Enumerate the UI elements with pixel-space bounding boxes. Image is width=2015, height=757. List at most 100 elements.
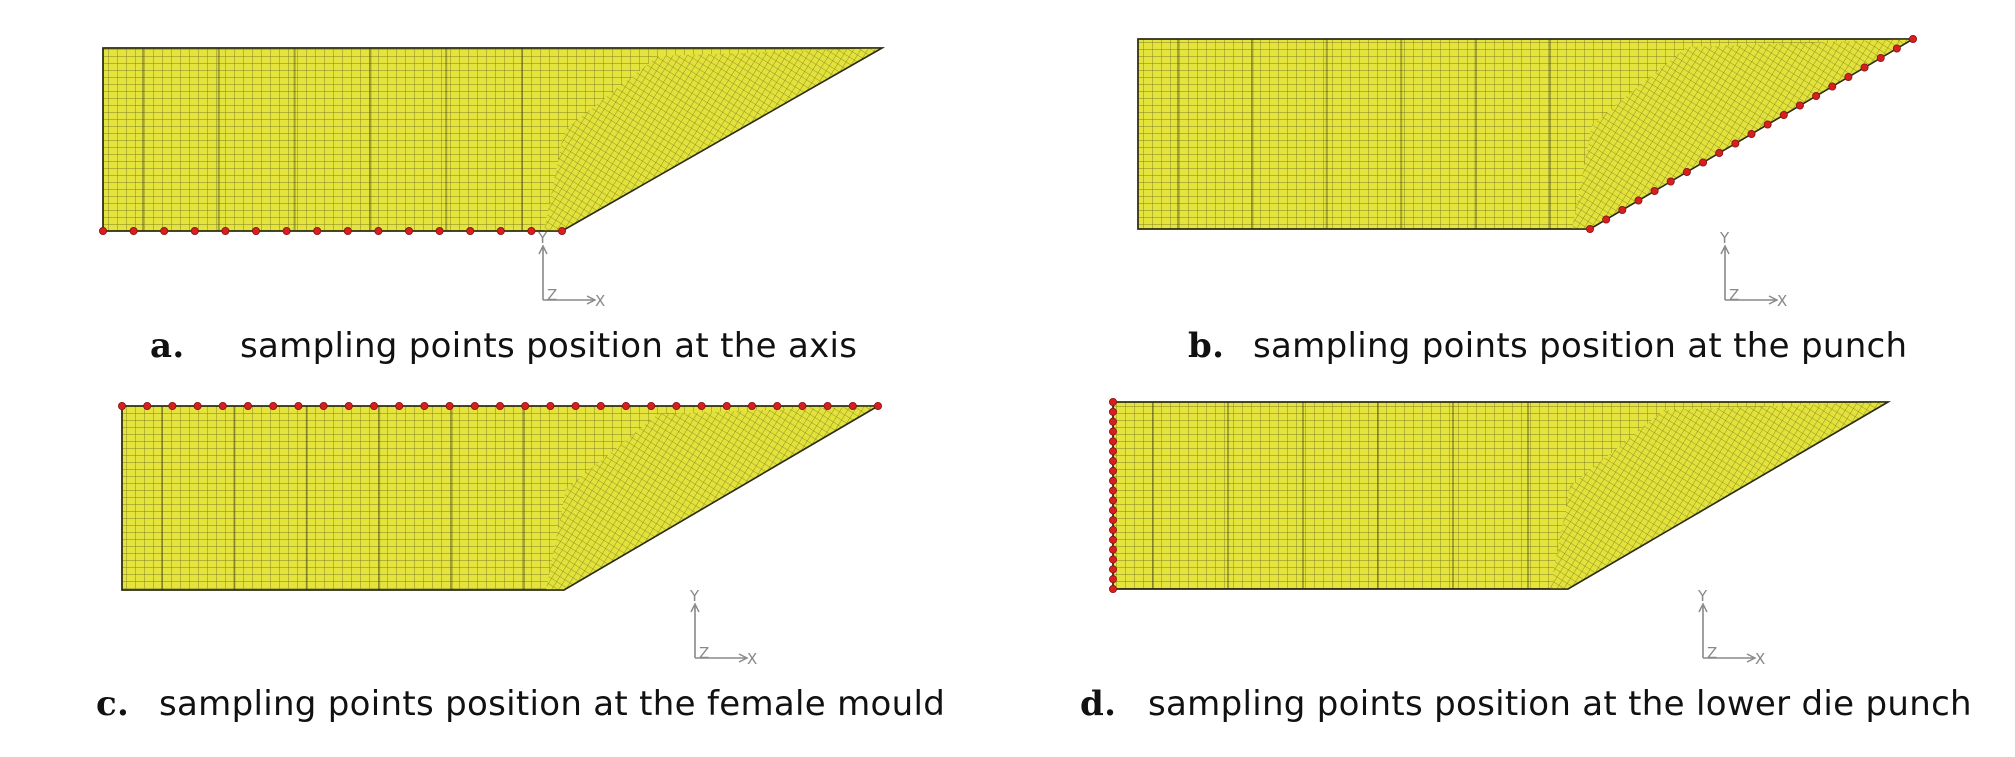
sampling-point — [344, 401, 353, 410]
z-axis-label: Z — [547, 286, 557, 304]
sampling-point — [823, 401, 832, 410]
z-axis-label: Z — [1707, 644, 1717, 662]
sampling-point — [722, 401, 731, 410]
sampling-point — [193, 401, 202, 410]
sampling-point — [1909, 35, 1918, 44]
sampling-point — [369, 401, 378, 410]
sampling-point — [1109, 417, 1118, 426]
sampling-point — [1109, 397, 1118, 406]
sampling-point — [672, 401, 681, 410]
x-axis-label: X — [1755, 650, 1765, 668]
y-axis-label: Y — [689, 587, 700, 605]
sampling-point — [1109, 407, 1118, 416]
sampling-point — [1109, 466, 1118, 475]
sampling-point — [1844, 73, 1853, 82]
caption-text: sampling points position at the punch — [1253, 326, 1908, 366]
sampling-point — [1812, 92, 1821, 101]
y-arrowhead — [538, 244, 548, 255]
x-arrowhead — [1746, 653, 1757, 663]
sampling-point — [848, 401, 857, 410]
y-arrowhead — [690, 602, 700, 613]
mesh-transition-zone — [546, 406, 878, 590]
sampling-point — [99, 226, 108, 235]
x-arrowhead — [1768, 295, 1779, 305]
sampling-point — [1109, 457, 1118, 466]
sampling-point — [622, 401, 631, 410]
sampling-point — [129, 226, 138, 235]
sampling-point — [874, 401, 883, 410]
mesh-transition-zone — [1550, 402, 1888, 589]
sampling-point — [1860, 63, 1869, 72]
sampling-point — [1715, 148, 1724, 157]
sampling-point — [1650, 186, 1659, 195]
sampling-point — [1109, 585, 1118, 594]
sampling-point — [697, 401, 706, 410]
sampling-point — [420, 401, 429, 410]
caption-text: sampling points position at the lower di… — [1148, 684, 1972, 724]
caption-label: d. — [1080, 684, 1117, 724]
sampling-point — [1795, 101, 1804, 110]
sampling-point — [190, 226, 199, 235]
caption-c: c. sampling points position at the female… — [96, 684, 945, 724]
sampling-point — [435, 226, 444, 235]
sampling-point — [1634, 196, 1643, 205]
sampling-point — [1618, 205, 1627, 214]
caption-b: b.sampling points position at the punch — [1188, 326, 1907, 366]
sampling-point — [1109, 535, 1118, 544]
sampling-point — [558, 226, 567, 235]
y-arrowhead — [1720, 244, 1730, 255]
sampling-point — [1779, 111, 1788, 120]
sampling-point — [313, 226, 322, 235]
sampling-point — [1109, 525, 1118, 534]
sampling-point — [521, 401, 530, 410]
z-axis-label: Z — [1729, 286, 1739, 304]
sampling-point — [1666, 177, 1675, 186]
sampling-point — [1602, 215, 1611, 224]
caption-text: sampling points position at the female m… — [159, 684, 946, 724]
sampling-point — [1109, 437, 1118, 446]
sampling-point — [445, 401, 454, 410]
caption-label: c. — [96, 684, 130, 724]
x-arrowhead — [738, 653, 749, 663]
sampling-point — [773, 401, 782, 410]
sampling-point — [1892, 44, 1901, 53]
sampling-point — [319, 401, 328, 410]
sampling-point — [495, 401, 504, 410]
y-axis-label: Y — [1719, 229, 1730, 247]
sampling-point — [596, 401, 605, 410]
sampling-point — [1109, 545, 1118, 554]
y-arrowhead — [1698, 602, 1708, 613]
sampling-point — [1682, 167, 1691, 176]
caption-a: a. sampling points position at the axis — [150, 326, 857, 366]
x-axis-label: X — [1777, 292, 1787, 310]
caption-text: sampling points position at the axis — [240, 326, 858, 366]
coordinate-triad-icon: Y Z X — [1719, 229, 1787, 310]
x-arrowhead — [586, 295, 597, 305]
sampling-point — [1109, 447, 1118, 456]
sampling-point — [1763, 120, 1772, 129]
mesh-transition-zone — [544, 48, 882, 231]
y-axis-label: Y — [537, 229, 548, 247]
sampling-point — [374, 226, 383, 235]
sampling-point — [647, 401, 656, 410]
sampling-point — [1699, 158, 1708, 167]
sampling-point — [1109, 496, 1118, 505]
z-axis-label: Z — [699, 644, 709, 662]
caption-label: a. — [150, 326, 185, 366]
sampling-point — [243, 401, 252, 410]
sampling-point — [160, 226, 169, 235]
sampling-point — [294, 401, 303, 410]
sampling-point — [1109, 565, 1118, 574]
sampling-point — [118, 401, 127, 410]
sampling-point — [1109, 555, 1118, 564]
sampling-point — [1828, 82, 1837, 91]
sampling-point — [527, 226, 536, 235]
mesh-panel-b: Y Z X — [1137, 35, 1918, 310]
